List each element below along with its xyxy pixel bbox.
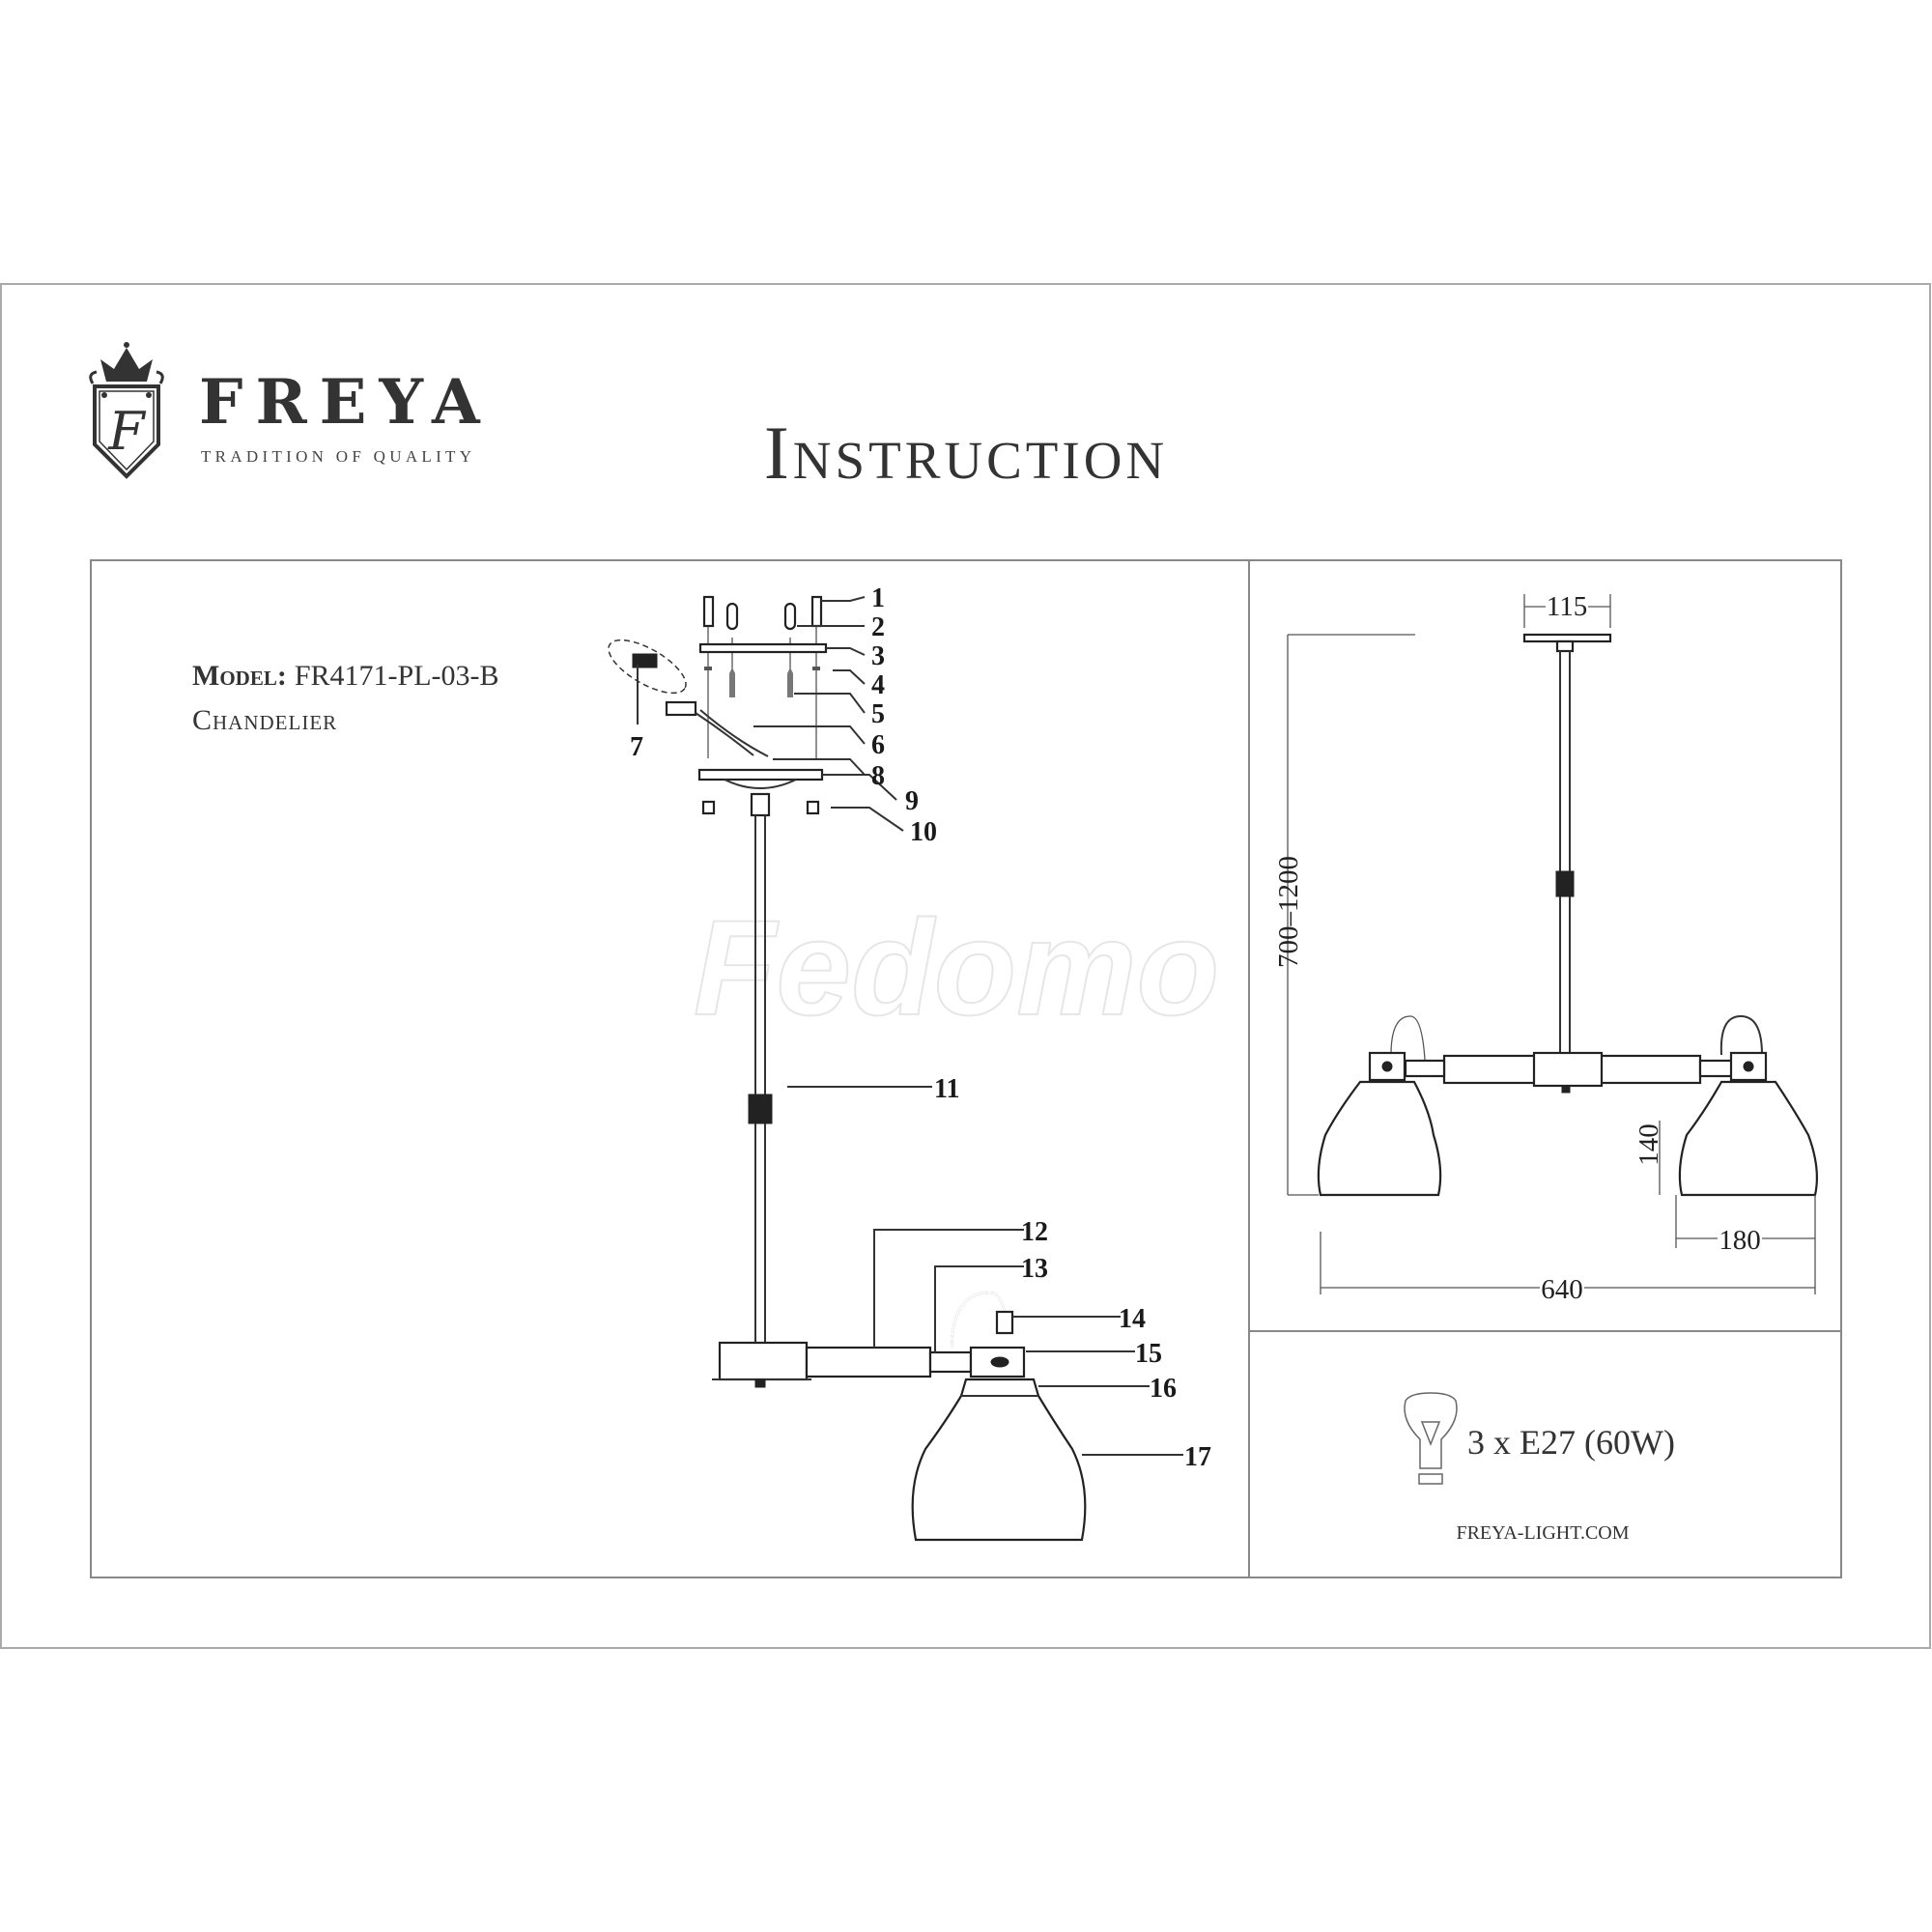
part-number: 5 [871, 699, 885, 729]
freya-logo: F FREYA TRADITION OF QUALITY [89, 342, 493, 479]
part-number: 10 [910, 817, 937, 847]
part-number: 2 [871, 612, 885, 642]
part-number: 8 [871, 761, 885, 791]
model-number: FR4171-PL-03-B [295, 660, 499, 692]
dimension-top-plate: 115 [1547, 591, 1587, 622]
dimension-height: 700–1200 [1273, 856, 1304, 968]
part-number: 7 [630, 732, 643, 762]
model-label: Model: [192, 660, 287, 692]
part-number: 11 [934, 1074, 959, 1104]
brand-tagline: TRADITION OF QUALITY [201, 447, 475, 466]
product-type: Chandelier [192, 704, 337, 736]
dimension-diagram: 115 700–1200 140 180 640 [1273, 589, 1818, 1305]
watermark: Fedomo [694, 892, 1219, 1043]
bulb-spec: 3 x E27 (60W) [1467, 1423, 1675, 1462]
part-number: 4 [871, 670, 885, 700]
part-number: 6 [871, 730, 885, 760]
part-numbers: 1 2 3 4 5 6 7 8 9 10 11 12 13 14 15 16 1… [630, 583, 1211, 1472]
dimension-shade-height: 140 [1634, 1123, 1664, 1166]
part-number: 12 [1021, 1217, 1048, 1247]
part-number: 1 [871, 583, 885, 613]
crest-icon: F [89, 342, 164, 479]
part-number: 9 [905, 786, 919, 816]
exploded-diagram [608, 595, 1087, 1542]
model-line: Model:FR4171-PL-03-B [192, 660, 499, 692]
light-bulb-icon [1404, 1392, 1458, 1485]
page-title: Instruction [764, 411, 1168, 495]
outer-frame [0, 283, 1931, 1649]
inner-frame [90, 559, 1842, 1578]
part-number: 16 [1150, 1374, 1177, 1404]
part-number: 3 [871, 641, 885, 671]
leader-lines [637, 596, 1183, 1456]
dimension-total-width: 640 [1541, 1274, 1583, 1305]
brand-name: FREYA [199, 366, 493, 439]
part-number: 17 [1184, 1442, 1211, 1472]
part-number: 13 [1021, 1254, 1048, 1284]
svg-text:F: F [107, 401, 147, 462]
part-number: 15 [1135, 1339, 1162, 1369]
website: FREYA-LIGHT.COM [1456, 1522, 1629, 1544]
dimension-shade-width: 180 [1719, 1225, 1761, 1256]
part-number: 14 [1119, 1304, 1146, 1334]
